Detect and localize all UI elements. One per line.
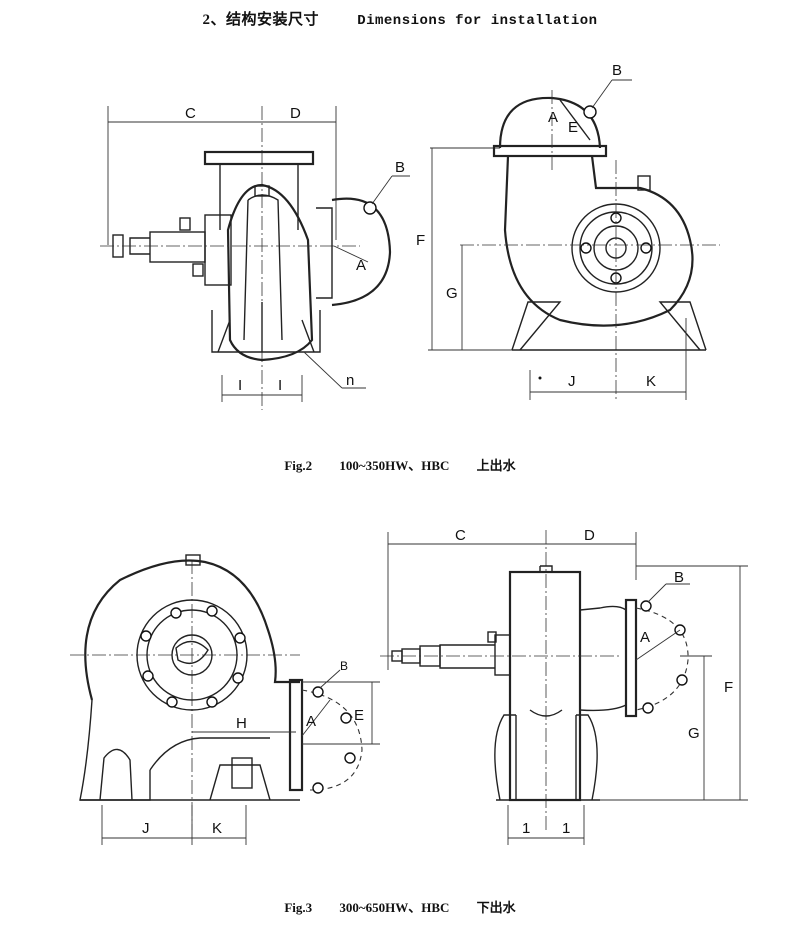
title-cn: 2、结构安装尺寸 [202, 12, 319, 28]
fig2-label-i1: I [238, 377, 242, 394]
fig3-caption: Fig.3 300~650HW、HBC 下出水 [0, 897, 800, 916]
fig3-label-j: J [142, 820, 150, 837]
fig3-label-d: D [584, 527, 595, 544]
fig2-side-view: C D B A I I [100, 105, 410, 410]
fig2-label-a-left: A [356, 257, 366, 274]
fig3-label-c: C [455, 527, 466, 544]
fig3-label-e: E [354, 707, 364, 724]
fig3-label-l2: 1 [562, 820, 570, 837]
fig2-label-b-right: B [612, 62, 622, 79]
fig3-label-b-right: B [674, 569, 684, 586]
fig3-label-a-right: A [640, 629, 650, 646]
fig2-label-d: D [290, 105, 301, 122]
fig2-label-j: J [568, 373, 576, 390]
fig2-caption-no: Fig.2 [284, 458, 313, 473]
fig3-front-view: B A E H J K [70, 554, 380, 845]
fig2-label-i2: I [278, 377, 282, 394]
fig2-label-b-left: B [395, 159, 405, 176]
fig3-drawing: B A E H J K C D B [70, 527, 748, 845]
fig2-label-k: K [646, 373, 656, 390]
fig2-front-view: F G B A E J K [416, 62, 720, 400]
fig3-label-l1: 1 [522, 820, 530, 837]
fig3-caption-cn: 下出水 [476, 900, 516, 915]
fig3-label-g: G [688, 725, 700, 742]
fig2-label-a-right: A [548, 109, 558, 126]
fig2-label-f: F [416, 232, 425, 249]
fig3-label-h: H [236, 715, 247, 732]
fig2-caption: Fig.2 100~350HW、HBC 上出水 [0, 455, 800, 474]
fig2-label-n: n [346, 372, 354, 389]
page-title: 2、结构安装尺寸 Dimensions for installation [0, 8, 800, 29]
title-en: Dimensions for installation [357, 13, 598, 29]
fig3-label-b-left: B [340, 659, 348, 673]
fig2-caption-range: 100~350HW、HBC [339, 458, 450, 473]
fig2-label-c: C [185, 105, 196, 122]
fig3-caption-no: Fig.3 [284, 900, 313, 915]
fig2-label-g: G [446, 285, 458, 302]
fig2-caption-cn: 上出水 [476, 458, 516, 473]
fig2-drawing: C D B A I I [100, 62, 720, 410]
fig3-caption-range: 300~650HW、HBC [339, 900, 450, 915]
fig3-side-view: C D B A F G [380, 527, 748, 845]
fig3-label-a-left: A [306, 713, 316, 730]
fig2-label-e-right: E [568, 119, 578, 136]
fig3-label-f: F [724, 679, 733, 696]
fig3-label-k: K [212, 820, 222, 837]
